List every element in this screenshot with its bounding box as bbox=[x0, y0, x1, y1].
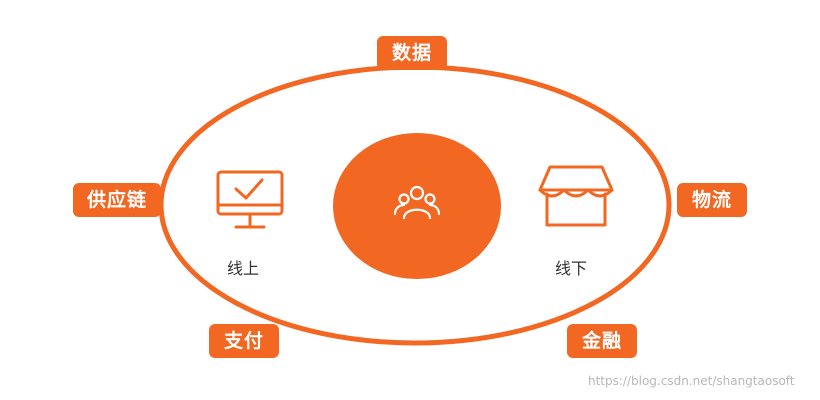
online-label: 线上 bbox=[227, 259, 260, 278]
center-circle bbox=[333, 133, 501, 279]
monitor-check-icon bbox=[216, 170, 284, 229]
storefront-icon bbox=[538, 165, 614, 227]
tag-logistics: 物流 bbox=[677, 183, 747, 217]
tag-data: 数据 bbox=[377, 36, 447, 70]
tag-payment: 支付 bbox=[209, 324, 279, 358]
watermark: https://blog.csdn.net/shangtaosoft bbox=[588, 374, 795, 388]
tag-supply-chain: 供应链 bbox=[73, 183, 161, 217]
users-group-icon bbox=[393, 185, 441, 220]
offline-label: 线下 bbox=[555, 259, 588, 278]
tag-finance: 金融 bbox=[567, 324, 637, 358]
